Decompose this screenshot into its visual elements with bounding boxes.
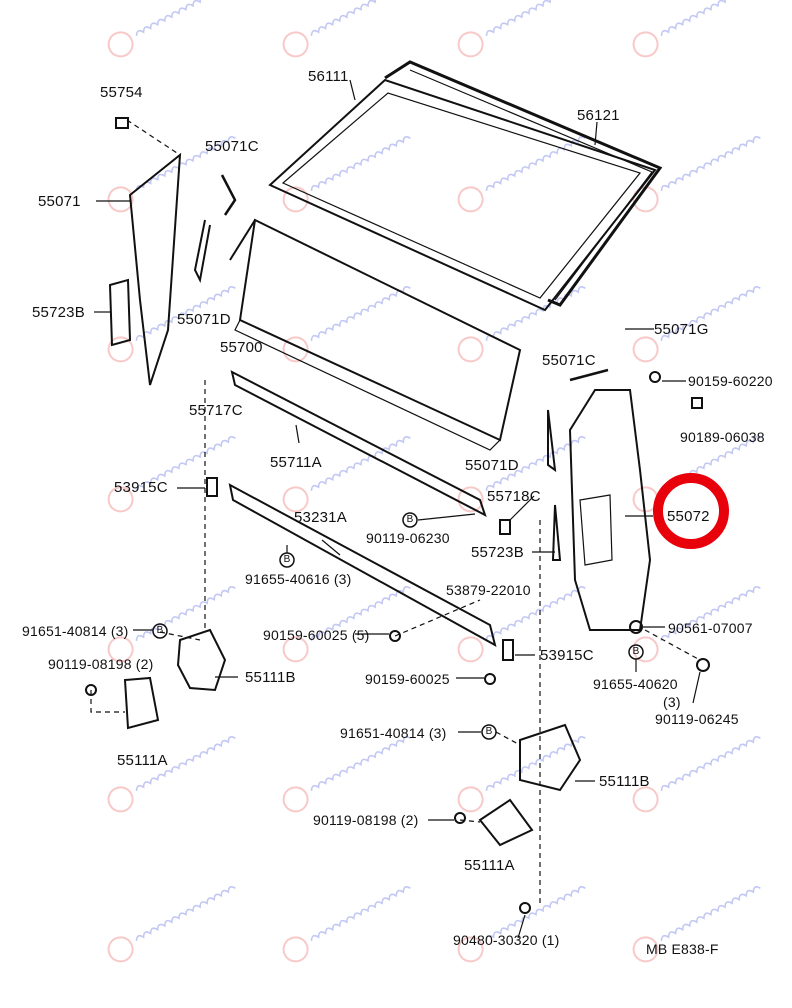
part-label: 55754	[100, 84, 143, 101]
left-pillar-trim	[128, 152, 182, 386]
right-pillar-trim	[568, 389, 652, 631]
part-label: 55723B	[471, 544, 524, 561]
part-label: 55071	[38, 193, 81, 210]
lower-garnish	[230, 370, 487, 518]
part-label: 55723B	[32, 304, 85, 321]
part-label: 55111A	[464, 857, 515, 874]
highlight-circle	[653, 473, 729, 549]
part-label: 90119-06230	[366, 530, 450, 546]
watermark-logo-icon	[632, 0, 761, 58]
watermark-logo-icon	[632, 586, 761, 663]
part-label: 53915C	[114, 479, 168, 496]
bolt-marker: B	[156, 625, 164, 636]
rear-window-glass	[268, 78, 657, 312]
part-label: 90561-07007	[668, 620, 753, 636]
part-label: 91655-40620	[593, 676, 678, 692]
watermark-logo-icon	[457, 586, 586, 663]
watermark-logo-icon	[632, 886, 761, 963]
part-label: 56121	[577, 107, 620, 124]
part-label: 55700	[220, 339, 263, 356]
watermark-logo-icon	[632, 286, 761, 363]
part-label: 55071D	[177, 311, 231, 328]
bolt-marker: B	[632, 646, 640, 657]
part-label: 55711A	[270, 454, 322, 471]
part-label: 55071C	[542, 352, 596, 369]
watermark-logo-icon	[457, 0, 586, 58]
lower-panel	[228, 483, 497, 647]
right-hinge-bracket	[519, 723, 582, 792]
part-label: 90119-08198 (2)	[313, 812, 419, 828]
bolt-marker: B	[406, 514, 414, 525]
back-door-panel	[238, 218, 522, 442]
part-label: 90159-60025	[365, 671, 450, 687]
watermark-logo-icon	[457, 736, 586, 813]
part-label: 55718C	[487, 488, 541, 505]
part-label: 90480-30320 (1)	[453, 932, 560, 948]
part-label: 91655-40616 (3)	[245, 571, 352, 587]
part-label: 53879-22010	[446, 582, 531, 598]
part-label: 91651-40814 (3)	[340, 725, 447, 741]
part-label: 90189-06038	[680, 429, 765, 445]
watermark-logo-icon	[282, 886, 411, 963]
part-label: 90119-08198 (2)	[48, 656, 154, 672]
part-label: 90159-60220	[688, 373, 773, 389]
window-weatherstrip	[384, 60, 663, 307]
watermark-logo-icon	[282, 436, 411, 513]
right-hinge-cover	[478, 798, 534, 847]
part-label: 91651-40814 (3)	[22, 623, 129, 639]
bolt-marker: B	[485, 726, 493, 737]
watermark-logo-icon	[632, 736, 761, 813]
part-label: 53231A	[294, 509, 347, 526]
left-hinge-bracket	[176, 628, 227, 692]
part-label: 55071D	[465, 457, 519, 474]
watermark-logo-icon	[457, 136, 586, 213]
drawing-code: MB E838-F	[646, 941, 719, 957]
watermark-logo-icon	[282, 736, 411, 813]
watermark-logo-icon	[282, 0, 411, 58]
part-label: 56111	[308, 68, 349, 85]
part-label: 55111B	[599, 773, 650, 790]
part-label: 53915C	[540, 647, 594, 664]
part-label: 55111A	[117, 752, 168, 769]
watermark-logo-icon	[457, 886, 586, 963]
bolt-marker: B	[283, 554, 291, 565]
part-label: 55071G	[654, 321, 709, 338]
watermark-logo-icon	[107, 0, 236, 58]
part-label: 55717C	[189, 402, 243, 419]
part-label: 55111B	[245, 669, 296, 686]
watermark-logo-icon	[282, 286, 411, 363]
watermark-logo-icon	[107, 736, 236, 813]
part-quantity: (3)	[663, 694, 681, 710]
part-label: 90159-60025 (5)	[263, 627, 370, 643]
part-label-highlighted: 55072	[667, 508, 710, 525]
part-label: 55071C	[205, 138, 259, 155]
part-label: 90119-06245	[655, 711, 739, 727]
watermark-logo-icon	[107, 436, 236, 513]
left-hinge-cover	[123, 676, 160, 730]
watermark-logo-icon	[282, 586, 411, 663]
watermark-logo-icon	[107, 286, 236, 363]
watermark-logo-icon	[107, 886, 236, 963]
